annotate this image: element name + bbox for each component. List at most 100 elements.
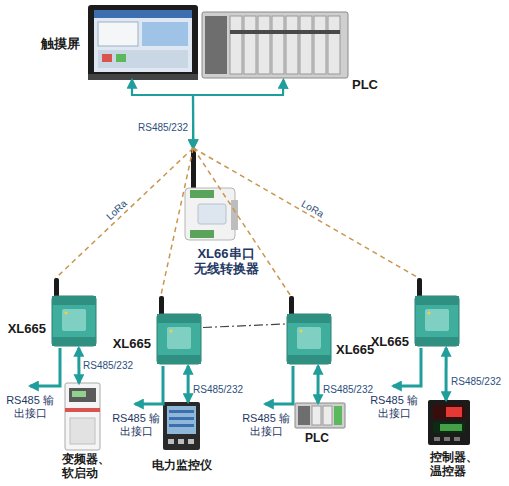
module-image [415, 278, 459, 346]
terminal-strip [52, 296, 96, 305]
power-meter-image [163, 402, 200, 450]
connector [193, 80, 283, 148]
screen-panel [98, 22, 138, 46]
converter-image [185, 148, 238, 240]
output-arrow [265, 366, 293, 404]
antenna [289, 296, 294, 320]
power-module [205, 16, 227, 74]
connector [445, 348, 448, 400]
device-node: 控制器、 温控器 [428, 400, 470, 445]
interface-label: RS485 输出接口 [240, 412, 292, 438]
io-module [258, 16, 270, 74]
module-image [287, 296, 331, 364]
antenna [417, 278, 422, 302]
terminal-strip [157, 355, 201, 364]
inverter-image [65, 383, 100, 450]
status-led [428, 312, 431, 315]
node-label: PLC [352, 78, 378, 93]
meter-frame [163, 402, 200, 450]
controller-button [434, 437, 440, 441]
interface-label: RS485 输出接口 [368, 394, 420, 420]
controller-digits [446, 407, 462, 417]
connector [203, 324, 285, 328]
io-module [244, 16, 256, 74]
connector [317, 366, 320, 403]
io-module [272, 16, 284, 74]
node-label: 变频器、 软启动 [62, 453, 116, 481]
antenna [54, 278, 59, 302]
interface-label: RS485 输出接口 [4, 394, 56, 420]
edge-label: RS485/232 [138, 122, 188, 133]
terminal-strip [415, 337, 459, 346]
node-label: XL665 [367, 335, 409, 350]
screen-base [88, 74, 198, 80]
connector [187, 366, 190, 402]
screen-button [102, 54, 112, 62]
plc-module [323, 406, 332, 425]
output-arrow [135, 366, 163, 404]
device-node: 电力监控仪 [163, 402, 200, 450]
module-body [157, 314, 201, 364]
inverter-display [72, 391, 86, 397]
io-module [286, 16, 298, 74]
meter-reading [169, 424, 194, 427]
terminal-strip [157, 314, 201, 323]
device-node: 变频器、 软启动 [65, 383, 100, 450]
inverter-body [65, 383, 100, 450]
connector [77, 348, 80, 383]
controller-digits [440, 424, 462, 431]
module-image [52, 278, 96, 346]
meter-button [188, 439, 194, 444]
node-label: XL66串口 无线转换器 [190, 247, 262, 277]
front-panel [167, 327, 191, 349]
node-label: 电力监控仪 [146, 459, 218, 473]
plc-rack-image [202, 12, 348, 78]
terminal-block [190, 190, 214, 198]
plc-cpu [298, 406, 310, 425]
plc-module [312, 406, 321, 425]
connector-group [56, 80, 446, 403]
device-node: XL665 [155, 296, 203, 366]
output-arrow [30, 348, 60, 386]
meter-button [178, 439, 184, 444]
inverter-vent [70, 418, 95, 444]
screen-display [94, 10, 192, 72]
controller-button [444, 437, 450, 441]
din-clip [231, 200, 238, 230]
terminal-strip [287, 355, 331, 364]
terminal-strip [415, 296, 459, 305]
connector [132, 80, 193, 148]
controller-display [433, 405, 465, 419]
device-node: XL66串口 无线转换器 [182, 148, 238, 242]
plc-image [295, 403, 345, 428]
front-panel [425, 309, 449, 331]
meter-button [168, 439, 174, 444]
controller-body [428, 400, 470, 445]
module-body [287, 314, 331, 364]
front-panel [198, 204, 226, 224]
terminal-strip [287, 314, 331, 323]
device-node: XL665 [50, 278, 98, 348]
controller-display [433, 422, 465, 433]
node-label: 触摸屏 [36, 37, 80, 52]
plc-module [334, 406, 342, 425]
screen-bezel [88, 5, 198, 80]
module-image [157, 296, 201, 364]
meter-screen [167, 406, 196, 434]
node-label: XL665 [4, 322, 46, 337]
io-module [300, 16, 312, 74]
antenna [191, 148, 196, 190]
node-label: PLC [305, 432, 329, 446]
screen-panel [142, 22, 188, 46]
meter-reading [169, 417, 194, 420]
output-arrow [393, 348, 421, 386]
connector [161, 148, 193, 296]
device-node: PLC [202, 10, 350, 80]
status-led [65, 312, 68, 315]
edge-label: LoRa [300, 198, 326, 219]
terminal-strip [52, 337, 96, 346]
device-node: PLC [295, 403, 345, 428]
rack-strip [230, 30, 340, 34]
front-panel [297, 327, 321, 349]
screen-button [116, 54, 126, 62]
